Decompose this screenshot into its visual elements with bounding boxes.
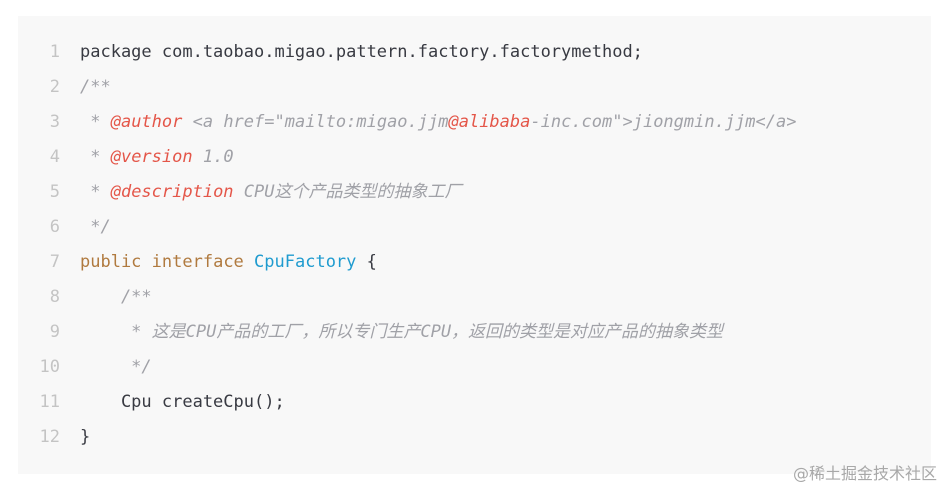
code-token: Cpu createCpu(); [80, 392, 285, 412]
line-code: */ [80, 210, 111, 245]
line-code: * @author <a href="mailto:migao.jjm@alib… [80, 105, 796, 140]
line-number: 4 [49, 147, 60, 167]
code-token: -inc.com">jiongmin.jjm</a> [530, 112, 797, 132]
code-line: 1 package com.taobao.migao.pattern.factor… [18, 35, 931, 70]
code-line: 12} [18, 420, 931, 455]
code-token: interface [151, 252, 244, 272]
code-token: } [80, 427, 91, 447]
line-code: Cpu createCpu(); [80, 385, 285, 420]
code-token: 1.0 [192, 147, 234, 167]
code-line: 7 public interface CpuFactory { [18, 245, 931, 280]
code-token: @author [110, 112, 183, 132]
code-token: @alibaba [448, 112, 531, 132]
code-line: 10 */ [18, 350, 931, 385]
line-code: /** [80, 70, 111, 105]
line-number: 11 [39, 392, 60, 412]
code-token: CPU这个产品类型的抽象工厂 [233, 182, 462, 202]
line-code: } [80, 420, 90, 455]
code-token: */ [80, 217, 111, 237]
code-token: * [80, 147, 111, 167]
code-token: { [356, 252, 377, 272]
code-line: 9 * 这是CPU产品的工厂，所以专门生产CPU，返回的类型是对应产品的抽象类型 [18, 315, 931, 350]
line-number: 2 [49, 77, 60, 97]
code-block: 1 package com.taobao.migao.pattern.factor… [18, 16, 931, 474]
code-token: <a href="mailto:migao.jjm [182, 112, 449, 132]
watermark: @稀土掘金技术社区 [792, 464, 937, 483]
code-token [141, 252, 151, 272]
code-token: /** [80, 287, 152, 307]
code-line: 8 /** [18, 280, 931, 315]
line-number: 12 [39, 427, 60, 447]
code-line: 3 * @author <a href="mailto:migao.jjm@al… [18, 105, 931, 140]
line-code: * @description CPU这个产品类型的抽象工厂 [80, 175, 462, 210]
line-number: 1 [49, 42, 60, 62]
code-token: * [80, 112, 111, 132]
line-number: 6 [49, 217, 60, 237]
code-token: public [80, 252, 142, 272]
code-token: @description [110, 182, 234, 202]
line-number: 7 [49, 252, 60, 272]
line-code: * @version 1.0 [80, 140, 234, 175]
line-code: package com.taobao.migao.pattern.factory… [80, 35, 643, 70]
code-token: CpuFactory [254, 252, 357, 272]
code-token: /** [80, 77, 111, 97]
line-number: 8 [49, 287, 60, 307]
code-line: 2 /** [18, 70, 931, 105]
line-number: 5 [49, 182, 60, 202]
line-number: 9 [49, 322, 60, 342]
line-number: 10 [39, 357, 60, 377]
code-token: * 这是CPU产品的工厂，所以专门生产CPU，返回的类型是对应产品的抽象类型 [80, 322, 724, 342]
code-line: 5 * @description CPU这个产品类型的抽象工厂 [18, 175, 931, 210]
code-token: * [80, 182, 111, 202]
code-line: 4 * @version 1.0 [18, 140, 931, 175]
line-code: */ [80, 350, 152, 385]
line-code: public interface CpuFactory { [80, 245, 377, 280]
line-number: 3 [49, 112, 60, 132]
code-token: */ [80, 357, 152, 377]
line-code: /** [80, 280, 152, 315]
code-token: @version [110, 147, 193, 167]
code-token: package com.taobao.migao.pattern.factory… [80, 42, 643, 62]
code-token [244, 252, 254, 272]
line-code: * 这是CPU产品的工厂，所以专门生产CPU，返回的类型是对应产品的抽象类型 [80, 315, 723, 350]
code-line: 11 Cpu createCpu(); [18, 385, 931, 420]
code-lines: 1 package com.taobao.migao.pattern.factor… [18, 35, 931, 455]
code-line: 6 */ [18, 210, 931, 245]
